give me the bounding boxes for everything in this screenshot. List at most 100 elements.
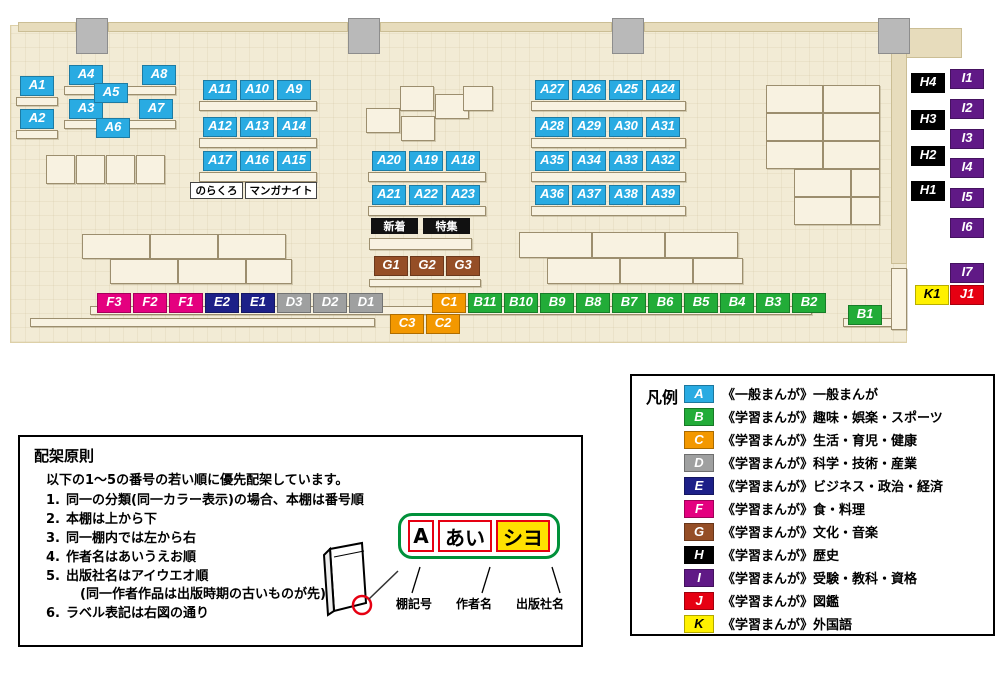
shelf-label-B4: B4 bbox=[720, 293, 754, 313]
legend-row-C: C《学習まんが》生活・育児・健康 bbox=[684, 428, 943, 451]
principle-text: 同一棚内では左から右 bbox=[66, 531, 197, 546]
principle-number: 5. bbox=[46, 569, 60, 584]
shelf-block bbox=[766, 113, 823, 141]
wall-segment bbox=[905, 28, 962, 58]
legend-row-K: K《学習まんが》外国語 bbox=[684, 612, 943, 635]
shelf-label-K1: K1 bbox=[915, 285, 949, 305]
legend-label: 《学習まんが》食・料理 bbox=[722, 503, 866, 518]
shelf-label-A29: A29 bbox=[572, 117, 606, 137]
principle-number: 6. bbox=[46, 606, 60, 621]
pillar bbox=[612, 18, 644, 54]
legend-label: 《一般まんが》一般まんが bbox=[722, 388, 879, 403]
shelf-label-B2: B2 bbox=[792, 293, 826, 313]
legend-row-I: I《学習まんが》受験・教科・資格 bbox=[684, 566, 943, 589]
shelf-block bbox=[401, 116, 435, 141]
legend-row-F: F 《学習まんが》食・料理 bbox=[684, 497, 943, 520]
shelf-block bbox=[199, 101, 317, 111]
shelf-label-C1: C1 bbox=[432, 293, 466, 313]
shelf-block bbox=[547, 258, 620, 284]
legend-key-E: E bbox=[684, 476, 714, 495]
legend-key-K: K bbox=[684, 614, 714, 633]
legend-key-I: I bbox=[684, 568, 714, 587]
shelf-block bbox=[368, 172, 486, 182]
shelf-block bbox=[531, 138, 686, 148]
shelf-block bbox=[823, 113, 880, 141]
shelf-label-A38: A38 bbox=[609, 185, 643, 205]
shelf-label-A26: A26 bbox=[572, 80, 606, 100]
shelf-label-A36: A36 bbox=[535, 185, 569, 205]
sample-part-1: A bbox=[408, 520, 434, 552]
shelf-label-A13: A13 bbox=[240, 117, 274, 137]
shelf-block bbox=[463, 86, 493, 111]
sample-part-3: シヨ bbox=[496, 520, 550, 552]
wall-segment bbox=[18, 22, 76, 32]
shelf-label-A30: A30 bbox=[609, 117, 643, 137]
shelf-label-B7: B7 bbox=[612, 293, 646, 313]
legend-key-F: F bbox=[684, 499, 714, 518]
legend-row-A: A 《一般まんが》一般まんが bbox=[684, 382, 943, 405]
shelf-label-I4: I4 bbox=[950, 158, 984, 178]
legend-row-J: J《学習まんが》図鑑 bbox=[684, 589, 943, 612]
shelf-label-J1: J1 bbox=[950, 285, 984, 305]
principle-item-5: 5.出版社名はアイウエオ順 bbox=[46, 567, 364, 586]
shelf-block bbox=[794, 169, 851, 197]
shelf-label-E2: E2 bbox=[205, 293, 239, 313]
shelf-label-I1: I1 bbox=[950, 69, 984, 89]
shelf-label-H3: H3 bbox=[911, 110, 945, 130]
legend-label: 《学習まんが》文化・音楽 bbox=[722, 526, 879, 541]
shelf-block bbox=[766, 141, 823, 169]
shelf-block bbox=[106, 155, 135, 184]
legend-label: 《学習まんが》ビジネス・政治・経済 bbox=[722, 480, 944, 495]
principle-item-4: 4.作者名はあいうえお順 bbox=[46, 548, 364, 567]
shelf-label-A8: A8 bbox=[142, 65, 176, 85]
shelf-block bbox=[531, 101, 686, 111]
legend-row-D: D《学習まんが》科学・技術・産業 bbox=[684, 451, 943, 474]
shelf-label-A34: A34 bbox=[572, 151, 606, 171]
shelf-block bbox=[218, 234, 286, 259]
shelf-block bbox=[366, 108, 400, 133]
shelf-label-A3: A3 bbox=[69, 99, 103, 119]
shelf-label-F3: F3 bbox=[97, 293, 131, 313]
shelf-label-D3: D3 bbox=[277, 293, 311, 313]
shelf-label-H1: H1 bbox=[911, 181, 945, 201]
book-icon bbox=[322, 541, 399, 617]
shelf-block bbox=[823, 85, 880, 113]
shelf-block bbox=[823, 141, 880, 169]
legend-label: 《学習まんが》図鑑 bbox=[722, 595, 840, 610]
shelf-label-A28: A28 bbox=[535, 117, 569, 137]
shelf-block bbox=[665, 232, 738, 258]
shelf-label-G1: G1 bbox=[374, 256, 408, 276]
legend-key-A: A bbox=[684, 384, 714, 403]
caption-publisher-name: 出版社名 bbox=[516, 597, 565, 611]
shelf-label-A32: A32 bbox=[646, 151, 680, 171]
shelf-block bbox=[794, 197, 851, 225]
legend-row-G: G《学習まんが》文化・音楽 bbox=[684, 520, 943, 543]
shelf-label-D1: D1 bbox=[349, 293, 383, 313]
shelf-label-A4: A4 bbox=[69, 65, 103, 85]
shelf-label-B9: B9 bbox=[540, 293, 574, 313]
legend-key-H: H bbox=[684, 545, 714, 564]
shelf-block bbox=[30, 318, 375, 327]
shelf-block bbox=[110, 259, 178, 284]
shelf-block bbox=[136, 155, 165, 184]
pillar bbox=[348, 18, 380, 54]
shelf-label-A39: A39 bbox=[646, 185, 680, 205]
shelf-label-A37: A37 bbox=[572, 185, 606, 205]
pillar bbox=[76, 18, 108, 54]
shelf-label-A27: A27 bbox=[535, 80, 569, 100]
shelf-label-B10: B10 bbox=[504, 293, 538, 313]
shelf-label-I5: I5 bbox=[950, 188, 984, 208]
legend-key-B: B bbox=[684, 407, 714, 426]
shelf-label-I2: I2 bbox=[950, 99, 984, 119]
legend-title: 凡例 bbox=[646, 388, 679, 407]
shelf-label-I3: I3 bbox=[950, 129, 984, 149]
shelf-label-F1: F1 bbox=[169, 293, 203, 313]
sample-part-2: あい bbox=[438, 520, 492, 552]
shelf-label-A31: A31 bbox=[646, 117, 680, 137]
principle-item-3: 3.同一棚内では左から右 bbox=[46, 529, 364, 548]
shelf-block bbox=[620, 258, 693, 284]
shelf-label-A15: A15 bbox=[277, 151, 311, 171]
shelf-block bbox=[199, 138, 317, 148]
